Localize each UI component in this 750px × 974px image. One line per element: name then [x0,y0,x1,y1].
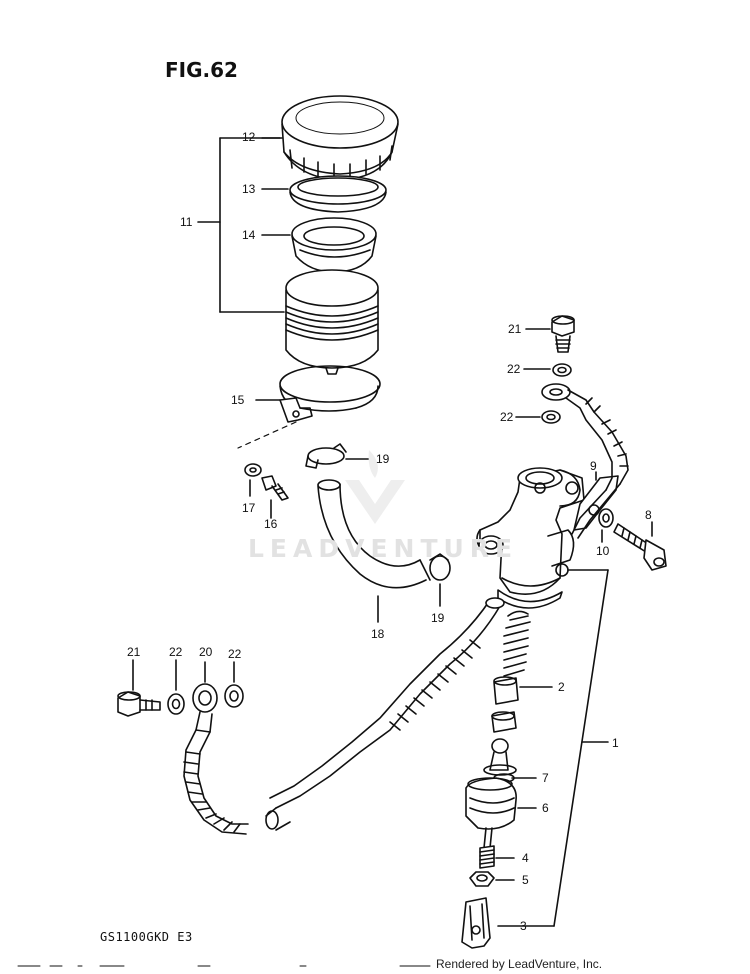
callout-22-a: 22 [507,362,521,376]
callout-21-upper: 21 [508,322,522,336]
clevis [461,897,491,949]
callout-22-c: 22 [169,645,183,659]
lower-brake-hose [265,597,505,831]
callout-22-b: 22 [500,410,514,424]
piston-cup [493,676,519,705]
mount-bolt [613,523,667,571]
callout-6: 6 [542,801,549,815]
return-spring [503,610,531,677]
bolt-16 [261,475,289,501]
diaphragm-plate [289,175,387,213]
callout-2: 2 [558,680,565,694]
reservoir-cap [281,95,399,181]
piston [491,711,517,733]
callout-22-d: 22 [228,647,242,661]
callout-20: 20 [199,645,213,659]
callout-14: 14 [242,228,256,242]
callout-3: 3 [520,919,527,933]
callout-16: 16 [264,517,278,531]
left-banjo-hose [183,683,249,835]
hose-clamp-top [305,443,347,469]
callout-21-lower: 21 [127,645,141,659]
callout-19-bottom: 19 [431,611,445,625]
bracket-11 [197,137,285,313]
bracket-1 [497,569,609,927]
callout-18: 18 [371,627,385,641]
banjo-bolt-lower [117,691,161,717]
copper-washer-b [541,410,561,424]
rod-thread [479,845,495,869]
reservoir-body [285,269,379,375]
watermark-text: LEADVENTURE [248,534,519,563]
callout-13: 13 [242,182,256,196]
callout-15: 15 [231,393,245,407]
callout-11: 11 [180,215,193,229]
reservoir-hose [317,479,431,589]
copper-washer-d [224,684,244,708]
callout-4: 4 [522,851,529,865]
lock-nut [469,871,495,887]
callout-10: 10 [596,544,610,558]
diaphragm [291,217,377,273]
callout-8: 8 [645,508,652,522]
washer-17 [244,463,262,477]
callout-5: 5 [522,873,529,887]
credit-text: Rendered by LeadVenture, Inc. [436,957,603,971]
reservoir-band [279,365,381,423]
washer-10 [598,508,614,528]
copper-washer-c [167,693,185,715]
callout-19-top: 19 [376,452,390,466]
upper-brake-hose [541,383,629,539]
master-cylinder-body [476,467,585,609]
copper-washer-a [552,363,572,377]
model-code: GS1100GKD E3 [100,930,193,944]
callout-7: 7 [542,771,549,785]
callout-1: 1 [612,736,619,750]
callout-12: 12 [242,130,256,144]
figure-title: FIG.62 [165,58,238,82]
watermark-logo [345,450,405,524]
push-rod [483,738,517,783]
banjo-bolt-upper [551,315,575,353]
dust-boot [465,777,517,830]
callout-17: 17 [242,501,256,515]
hose-clamp-bottom [429,553,451,581]
callout-9: 9 [590,459,597,473]
